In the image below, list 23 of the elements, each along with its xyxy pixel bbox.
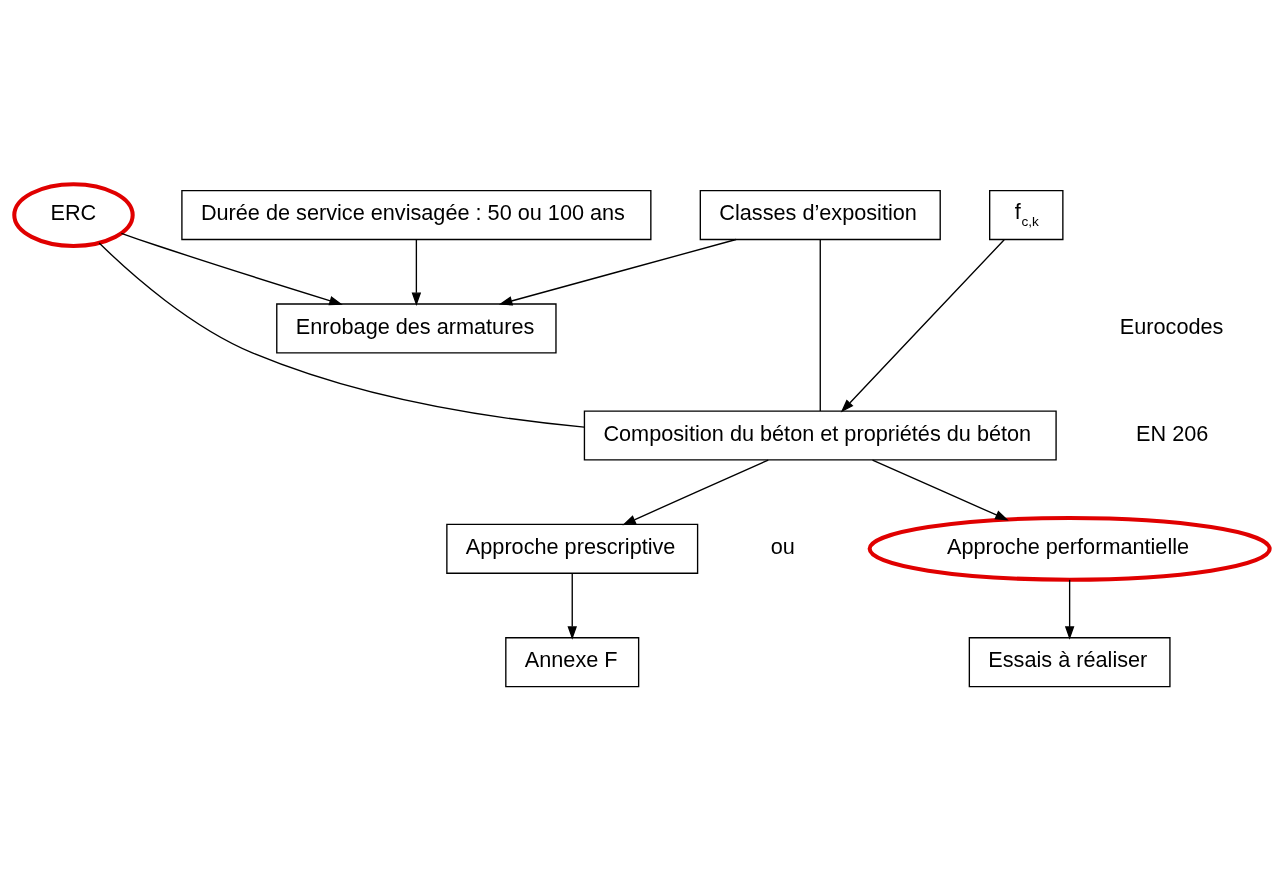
label: ou <box>770 533 795 559</box>
connector <box>98 241 585 428</box>
node-ellipse: Approche performantielle <box>867 515 1272 582</box>
label: Eurocodes <box>1119 313 1224 339</box>
node-box: Classes d’exposition <box>699 189 941 240</box>
arrow <box>498 238 737 305</box>
node-box: Enrobage des armatures <box>276 302 557 353</box>
node-box: f$_{c,k}$ <box>989 189 1064 240</box>
label: EN 206 <box>1136 420 1209 446</box>
arrow <box>120 232 343 305</box>
node-box: Composition du béton et propriétés du béton <box>583 409 1057 461</box>
node-ellipse: ERC <box>12 181 135 248</box>
arrow <box>411 238 422 306</box>
arrow <box>1064 578 1075 640</box>
node-box: Essais à réaliser <box>968 636 1171 687</box>
arrow <box>622 458 769 525</box>
node-box: Annexe F <box>505 636 640 687</box>
arrow <box>871 458 1009 520</box>
node-box: Durée de service envisagée : 50 ou 100 ans <box>181 189 652 240</box>
arrow <box>567 572 577 640</box>
connector <box>819 238 821 412</box>
node-box: Approche prescriptive <box>446 523 699 574</box>
arrow <box>840 238 1005 412</box>
